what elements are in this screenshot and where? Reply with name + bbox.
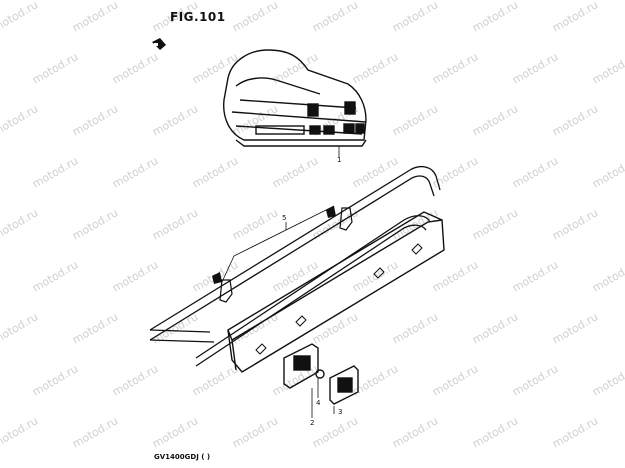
callout-1: 1 — [337, 156, 342, 164]
model-code: GV1400GDJ ( ) — [154, 453, 211, 461]
mount-bracket-bar — [227, 211, 445, 373]
callout-3: 3 — [338, 408, 343, 416]
callout-2: 2 — [310, 419, 315, 427]
leader-lines-2-3-4 — [311, 378, 335, 418]
callout-5: 5 — [282, 214, 287, 222]
brand-mark-icon — [152, 38, 166, 50]
callout-4: 4 — [316, 399, 321, 407]
rack-tubing — [149, 165, 441, 367]
figure-title: FIG.101 — [170, 10, 226, 24]
trunk-assembly — [223, 49, 367, 147]
bracket-hole-marks — [255, 243, 423, 355]
leader-lines-5 — [221, 205, 335, 283]
clip-bracket-lower — [212, 272, 233, 303]
marker-light-assembly — [283, 343, 359, 405]
